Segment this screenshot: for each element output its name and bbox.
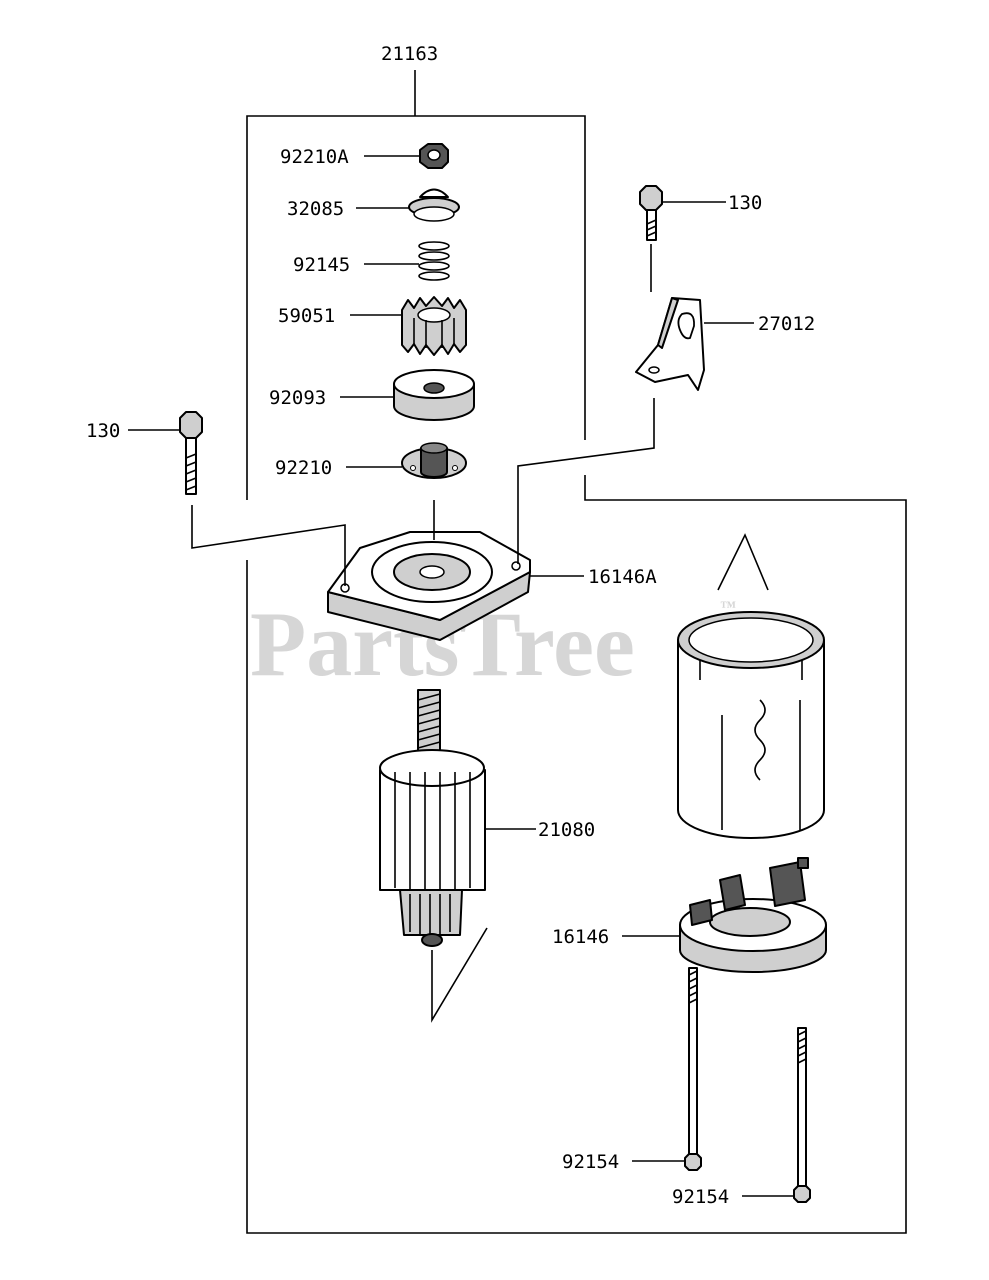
- spring-part: [418, 241, 450, 281]
- armature-part: [379, 689, 486, 947]
- through-bolt-2-part: [793, 1027, 811, 1203]
- washer-part: [393, 369, 475, 421]
- label-assembly-21163: 21163: [381, 43, 438, 65]
- collar-part: [408, 188, 460, 222]
- yoke-housing-part: [677, 533, 825, 839]
- bracket-part: [635, 297, 705, 391]
- label-bolt-left-130: 130: [86, 420, 120, 442]
- label-flange-nut-92210: 92210: [275, 457, 332, 479]
- label-armature-21080: 21080: [538, 819, 595, 841]
- bolt-left-part: [179, 411, 203, 495]
- nut-part: [419, 143, 449, 169]
- flange-nut-part: [401, 442, 467, 479]
- watermark-trademark: ™: [720, 599, 736, 616]
- label-spring-92145: 92145: [293, 254, 350, 276]
- bolt-right-part: [639, 185, 663, 241]
- label-washer-92093: 92093: [269, 387, 326, 409]
- label-nut-92210A: 92210A: [280, 146, 349, 168]
- front-cover-part: [327, 531, 531, 641]
- label-bracket-27012: 27012: [758, 313, 815, 335]
- label-collar-32085: 32085: [287, 198, 344, 220]
- assembly-frame: [246, 70, 907, 1234]
- rear-cover-part: [679, 857, 827, 973]
- label-through-bolt-92154-2: 92154: [672, 1186, 729, 1208]
- through-bolt-1-part: [684, 967, 702, 1171]
- pinion-gear-part: [401, 296, 467, 356]
- guide-lines: [191, 244, 655, 1023]
- label-rear-cover-16146: 16146: [552, 926, 609, 948]
- label-bolt-right-130: 130: [728, 192, 762, 214]
- label-front-cover-16146A: 16146A: [588, 566, 657, 588]
- label-pinion-59051: 59051: [278, 305, 335, 327]
- label-through-bolt-92154-1: 92154: [562, 1151, 619, 1173]
- leader-lines: [128, 155, 794, 1197]
